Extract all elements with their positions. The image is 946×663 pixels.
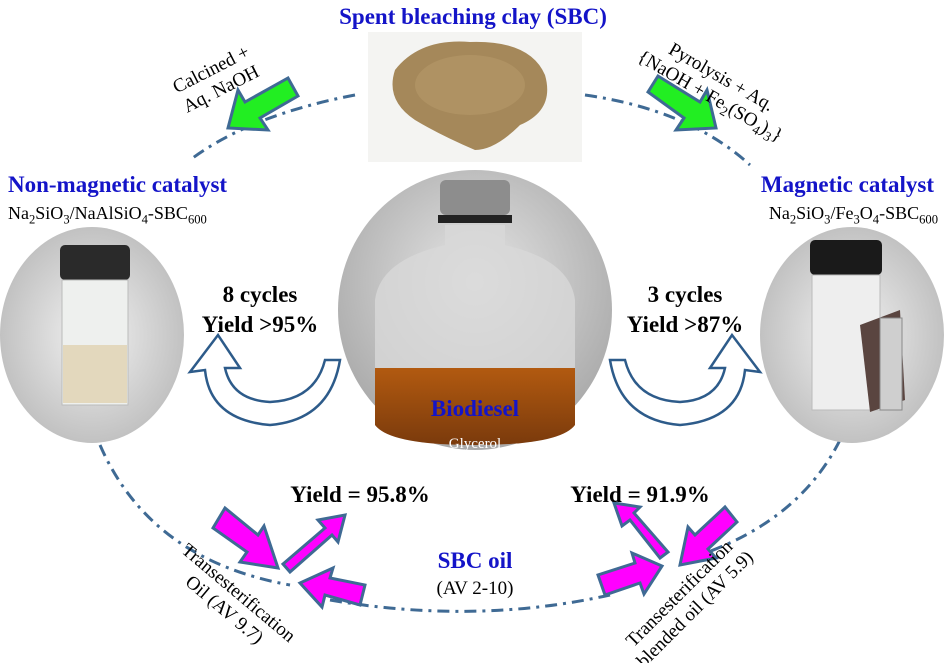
magenta-arrow-yield-left-icon xyxy=(280,513,348,575)
non-magnetic-catalyst-title: Non-magnetic catalyst xyxy=(8,172,228,197)
biodiesel-label: Biodiesel xyxy=(430,396,520,421)
sbc-powder-photo xyxy=(368,32,582,162)
reuse-left-text: 8 cycles Yield >95% xyxy=(180,280,340,340)
reuse-right-yield: Yield >87% xyxy=(626,312,744,337)
yield-right: Yield = 91.9% xyxy=(570,482,710,507)
magnetic-catalyst-photo xyxy=(760,227,944,443)
sbc-oil-av: (AV 2-10) xyxy=(436,578,514,599)
non-magnetic-catalyst-photo xyxy=(0,227,184,443)
yield-left: Yield = 95.8% xyxy=(290,482,430,507)
bottle-layers: Glycerol Used catalyst xyxy=(375,434,575,474)
magenta-arrow-yield-right-icon xyxy=(611,501,671,561)
reuse-arrow-left-icon xyxy=(187,332,342,427)
reuse-right-text: 3 cycles Yield >87% xyxy=(605,280,765,340)
magenta-arrow-blended-in-right-icon xyxy=(678,504,740,567)
biodiesel-bottle-photo xyxy=(338,170,612,450)
reuse-arrow-right-icon xyxy=(608,332,763,427)
green-arrow-right-icon xyxy=(645,73,718,132)
sbc-oil-label: SBC oil xyxy=(437,548,513,573)
used-catalyst-label: Used catalyst xyxy=(434,456,516,472)
sbc-title: Spent bleaching clay (SBC) xyxy=(339,4,607,29)
non-magnetic-catalyst-formula: Na2SiO3/NaAlSiO4-SBC600 xyxy=(8,203,207,227)
magenta-arrow-oil-in-left-icon xyxy=(210,505,281,570)
reuse-left-yield: Yield >95% xyxy=(201,312,319,337)
magenta-arrow-sbc-to-right-icon xyxy=(596,550,665,598)
glycerol-label: Glycerol xyxy=(448,436,502,452)
magnetic-catalyst-title: Magnetic catalyst xyxy=(760,172,934,197)
reuse-right-cycles: 3 cycles xyxy=(647,282,723,307)
reuse-left-cycles: 8 cycles xyxy=(222,282,298,307)
magenta-arrow-sbc-to-left-icon xyxy=(297,565,367,611)
green-arrow-left-icon xyxy=(226,75,301,132)
cycle-dashed-path xyxy=(98,93,842,613)
magnetic-catalyst-formula: Na2SiO3/Fe3O4-SBC600 xyxy=(768,203,938,227)
